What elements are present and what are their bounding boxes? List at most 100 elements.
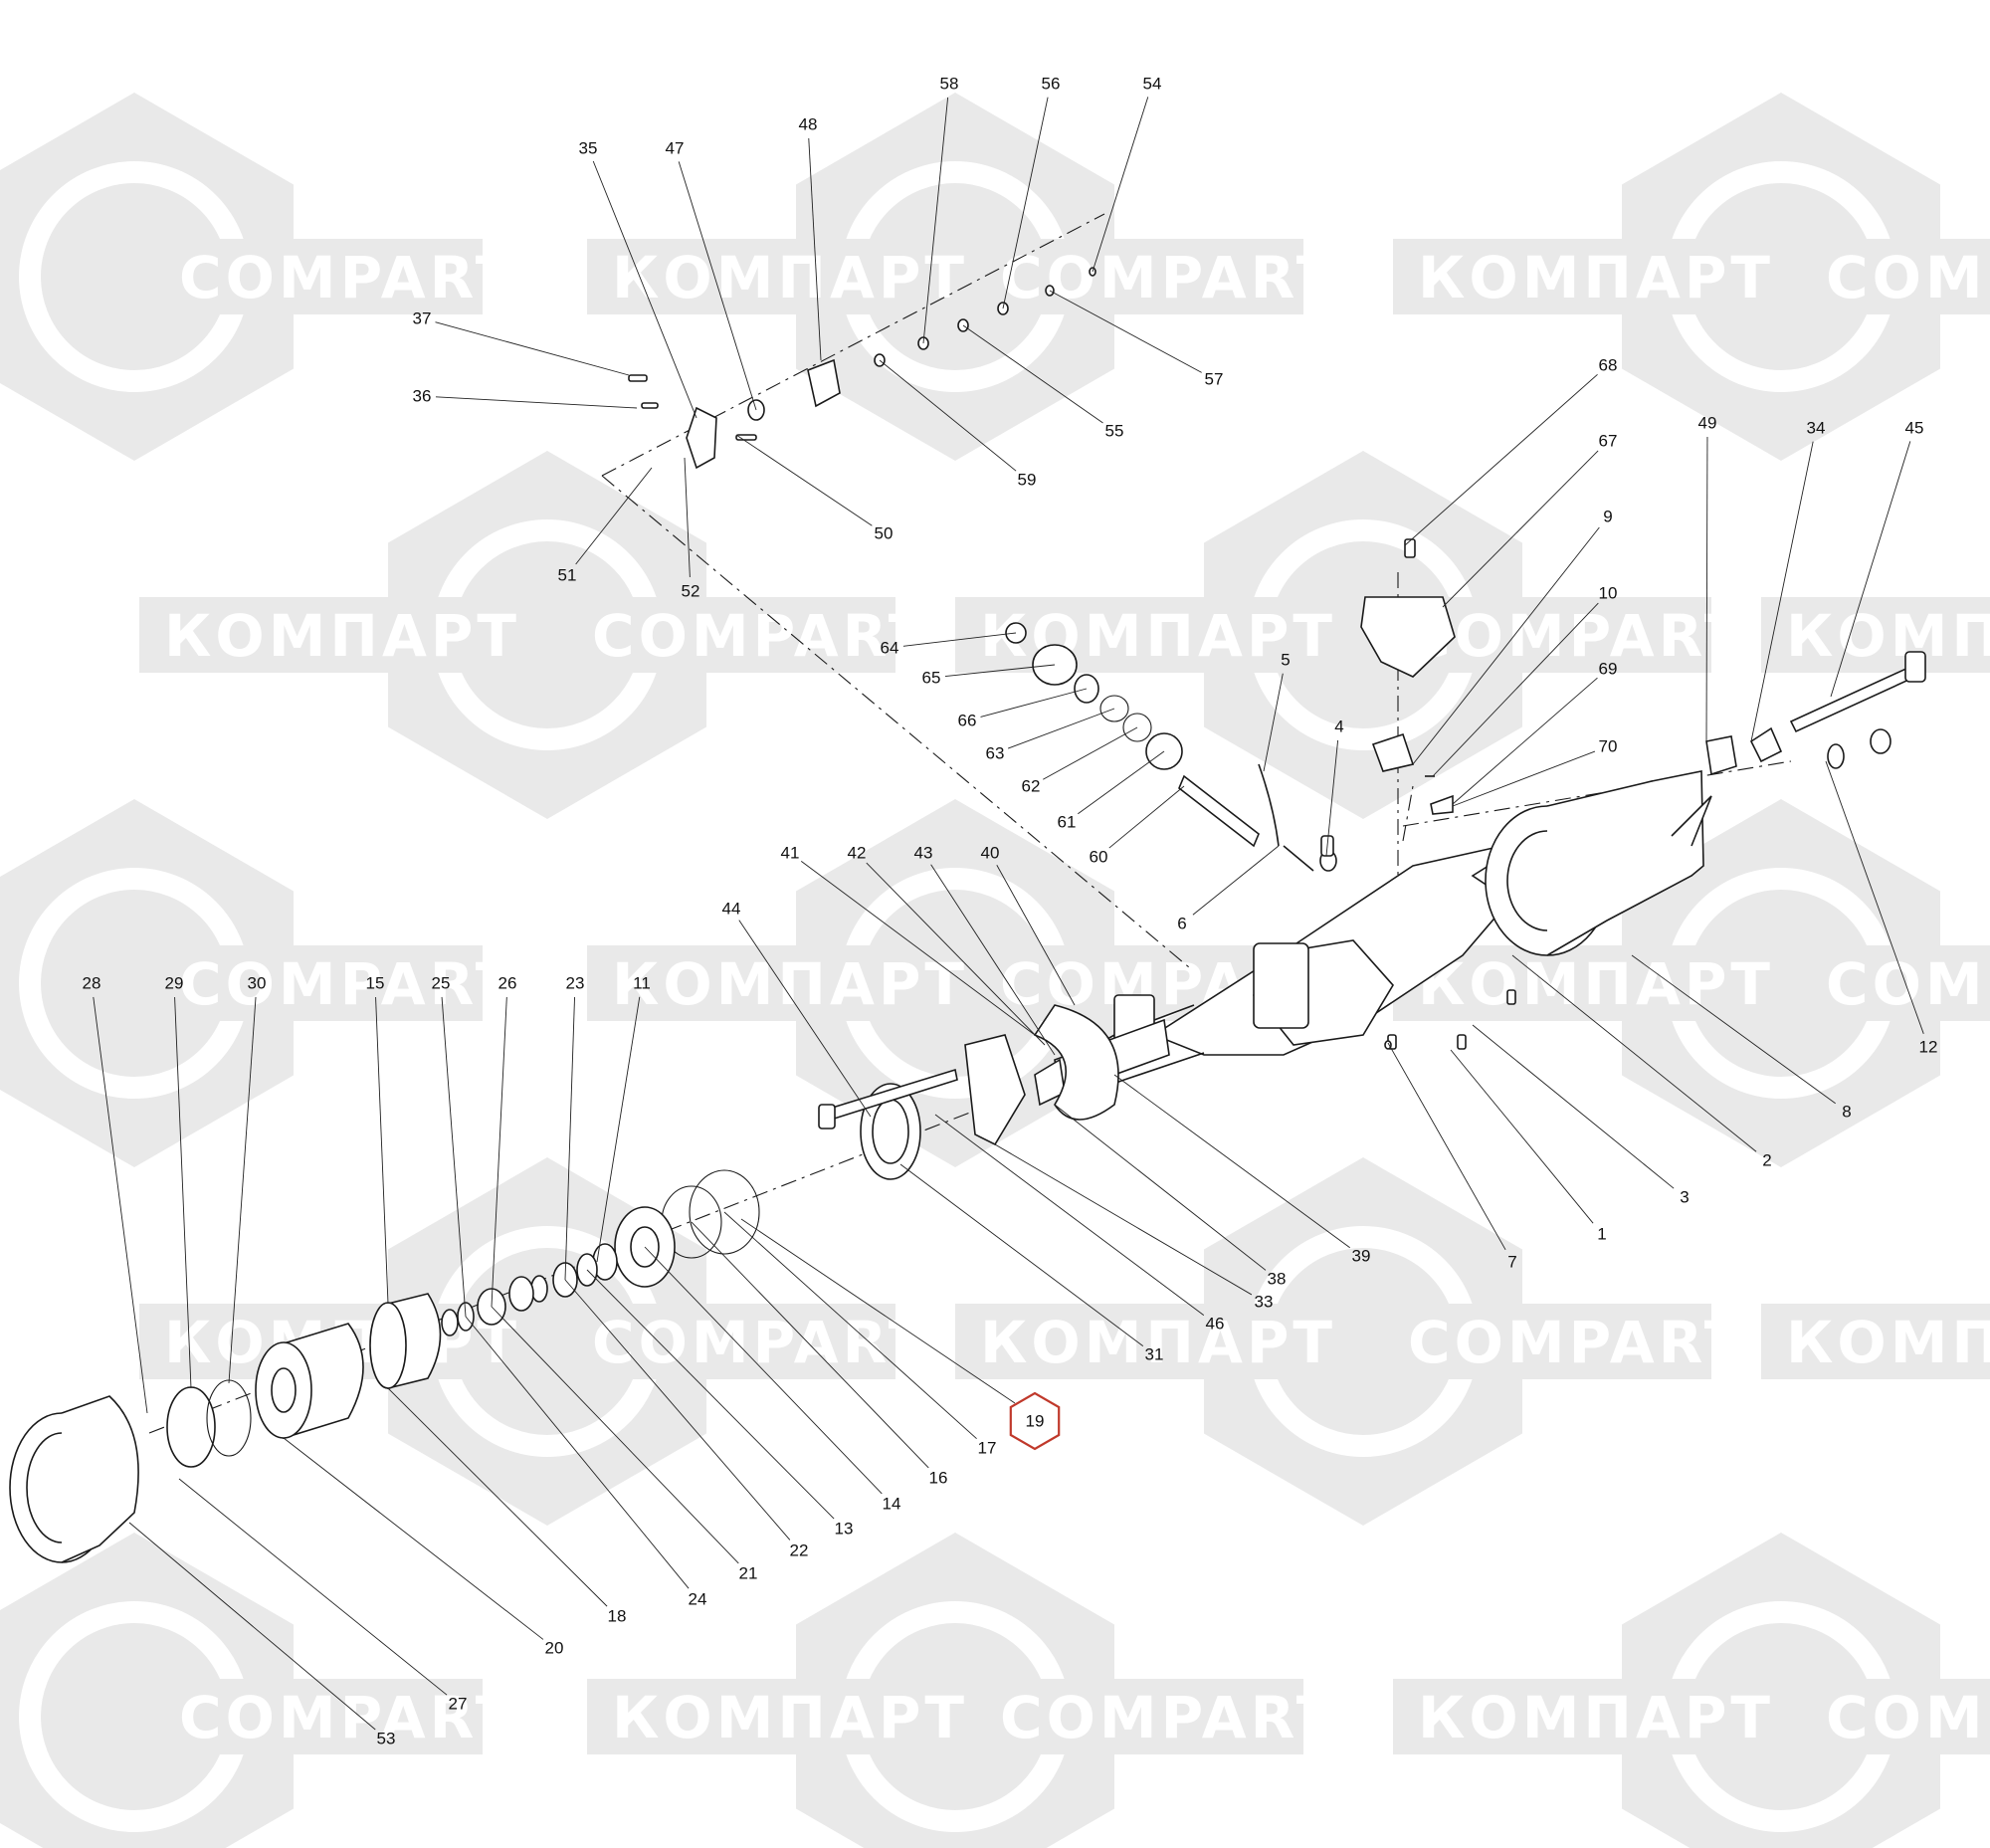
leader-line-54 (1092, 97, 1149, 273)
callout-15[interactable]: 15 (366, 974, 385, 993)
callout-22[interactable]: 22 (790, 1541, 809, 1560)
callout-13[interactable]: 13 (835, 1520, 854, 1539)
leader-line-25 (441, 996, 467, 1318)
callout-51[interactable]: 51 (558, 566, 577, 585)
leader-line-14 (644, 1246, 883, 1495)
leader-line-22 (564, 1279, 791, 1540)
callout-26[interactable]: 26 (498, 974, 517, 993)
callout-23[interactable]: 23 (566, 974, 585, 993)
callout-30[interactable]: 30 (248, 974, 267, 993)
leader-line-34 (1750, 441, 1814, 742)
callout-34[interactable]: 34 (1807, 419, 1826, 438)
callout-40[interactable]: 40 (981, 844, 1000, 863)
leader-line-51 (575, 467, 653, 565)
callout-60[interactable]: 60 (1090, 848, 1108, 867)
callout-70[interactable]: 70 (1599, 737, 1618, 756)
watermark-text: COMPART (1826, 1684, 1990, 1751)
callout-66[interactable]: 66 (958, 712, 977, 730)
callout-12[interactable]: 12 (1919, 1038, 1938, 1057)
callout-39[interactable]: 39 (1352, 1247, 1371, 1266)
callout-63[interactable]: 63 (986, 744, 1005, 763)
callout-31[interactable]: 31 (1145, 1345, 1164, 1364)
callout-35[interactable]: 35 (579, 139, 598, 158)
callout-33[interactable]: 33 (1255, 1293, 1274, 1312)
callout-69[interactable]: 69 (1599, 660, 1618, 679)
callout-8[interactable]: 8 (1842, 1103, 1851, 1122)
callout-42[interactable]: 42 (848, 844, 867, 863)
callout-64[interactable]: 64 (881, 639, 899, 658)
leader-line-44 (738, 920, 872, 1118)
watermark-text: КОМПАРТ (1418, 1684, 1774, 1751)
callout-21[interactable]: 21 (739, 1564, 758, 1583)
callout-37[interactable]: 37 (413, 309, 432, 328)
leader-line-52 (684, 457, 691, 578)
leader-line-17 (723, 1211, 977, 1439)
callout-7[interactable]: 7 (1507, 1253, 1516, 1272)
leader-line-21 (491, 1306, 739, 1564)
callout-44[interactable]: 44 (722, 900, 741, 919)
leader-line-48 (808, 137, 822, 361)
callout-14[interactable]: 14 (883, 1495, 901, 1514)
callout-6[interactable]: 6 (1177, 915, 1186, 933)
callout-27[interactable]: 27 (449, 1695, 468, 1714)
callout-56[interactable]: 56 (1042, 75, 1061, 94)
watermark-text: COMPART (179, 1684, 518, 1751)
callout-16[interactable]: 16 (929, 1469, 948, 1488)
leader-line-64 (902, 632, 1017, 647)
callout-19[interactable]: 19 (1026, 1412, 1045, 1431)
leader-line-12 (1825, 760, 1924, 1034)
watermark-text: COMPART (1000, 1684, 1339, 1751)
callout-4[interactable]: 4 (1334, 718, 1343, 736)
highlight-hexagon[interactable] (1009, 1391, 1061, 1451)
callout-46[interactable]: 46 (1206, 1315, 1225, 1334)
callout-3[interactable]: 3 (1680, 1188, 1689, 1207)
callout-41[interactable]: 41 (781, 844, 800, 863)
leader-line-39 (1113, 1074, 1350, 1249)
leader-line-56 (1002, 97, 1049, 309)
callout-11[interactable]: 11 (633, 974, 651, 993)
callout-68[interactable]: 68 (1599, 356, 1618, 375)
leader-line-45 (1830, 441, 1911, 698)
watermark-text: КОМПАРТ (1786, 1309, 1990, 1376)
callout-38[interactable]: 38 (1268, 1270, 1287, 1289)
callout-55[interactable]: 55 (1105, 422, 1124, 441)
callout-10[interactable]: 10 (1599, 584, 1618, 603)
callout-53[interactable]: 53 (377, 1730, 396, 1748)
callout-59[interactable]: 59 (1018, 471, 1037, 490)
callout-2[interactable]: 2 (1762, 1151, 1771, 1170)
callout-45[interactable]: 45 (1905, 419, 1924, 438)
parts-layer (9, 213, 1926, 1563)
callout-67[interactable]: 67 (1599, 432, 1618, 451)
callout-50[interactable]: 50 (875, 524, 894, 543)
watermark-logo: COMPART (0, 1533, 518, 1848)
callout-54[interactable]: 54 (1143, 75, 1162, 94)
callout-28[interactable]: 28 (83, 974, 101, 993)
callout-29[interactable]: 29 (165, 974, 184, 993)
callout-17[interactable]: 17 (978, 1439, 997, 1458)
callout-18[interactable]: 18 (608, 1607, 627, 1626)
callout-58[interactable]: 58 (940, 75, 959, 94)
callout-1[interactable]: 1 (1597, 1225, 1606, 1244)
callout-48[interactable]: 48 (799, 115, 818, 134)
callout-62[interactable]: 62 (1022, 777, 1041, 796)
leader-line-55 (962, 324, 1103, 424)
callout-52[interactable]: 52 (682, 582, 700, 601)
callout-57[interactable]: 57 (1205, 370, 1224, 389)
callout-61[interactable]: 61 (1058, 813, 1077, 832)
callout-25[interactable]: 25 (432, 974, 451, 993)
callout-43[interactable]: 43 (914, 844, 933, 863)
highlighted-part-19[interactable]: 19 (1009, 1391, 1061, 1451)
callout-47[interactable]: 47 (666, 139, 685, 158)
callout-20[interactable]: 20 (545, 1639, 564, 1658)
watermark-logo-cyrillic: КОМПАРТ (587, 1679, 964, 1754)
watermark-logo-cyrillic: КОМПАРТ (955, 1304, 1332, 1379)
watermark-text: КОМПАРТ (164, 602, 520, 670)
callout-5[interactable]: 5 (1281, 651, 1290, 670)
callout-24[interactable]: 24 (689, 1590, 707, 1609)
callout-65[interactable]: 65 (922, 669, 941, 688)
leader-line-63 (1007, 708, 1115, 749)
callout-49[interactable]: 49 (1698, 414, 1717, 433)
callout-9[interactable]: 9 (1603, 508, 1612, 526)
callout-36[interactable]: 36 (413, 387, 432, 406)
leader-line-40 (996, 865, 1076, 1006)
